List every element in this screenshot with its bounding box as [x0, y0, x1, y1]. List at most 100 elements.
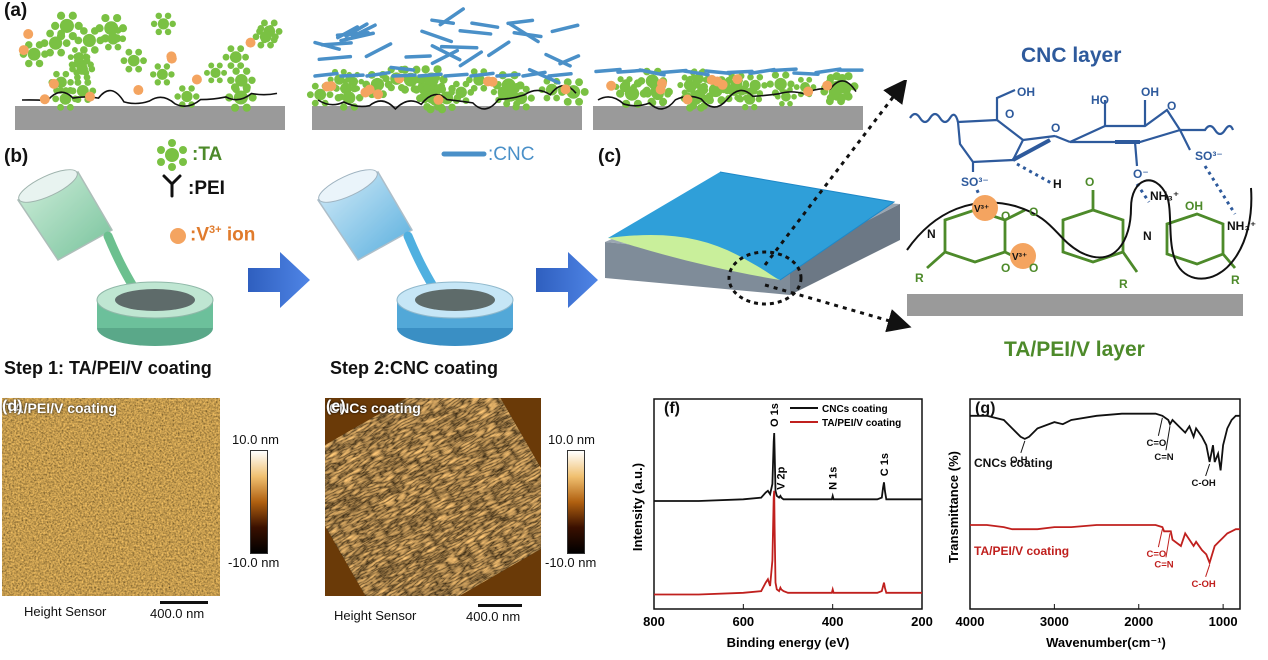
ta-molecule-icon [67, 46, 91, 68]
xps-legend: CNCs coating TA/PEI/V coating [790, 404, 901, 429]
cnc-rod [521, 70, 547, 78]
step-1-label: Step 1: TA/PEI/V coating [4, 358, 212, 378]
cnc-rod [344, 22, 369, 39]
svg-text:O: O [1051, 121, 1060, 135]
ta-molecule-icon [150, 12, 176, 36]
ta-molecule-icon [51, 11, 83, 41]
panel-a-schematic [15, 7, 864, 130]
xps-xtick-label: 800 [643, 614, 665, 629]
svg-text:O: O [1005, 107, 1014, 121]
zoom-arrows [763, 80, 912, 333]
ftir-annotation-arrow [1205, 463, 1211, 477]
ta-molecule-icon [40, 29, 71, 57]
cnc-rod [339, 73, 365, 78]
v-ion [18, 45, 29, 56]
v-ion [822, 80, 833, 91]
v-ion [39, 94, 50, 105]
afm-d-scale-label: 400.0 nm [150, 606, 205, 621]
cnc-rod [547, 72, 573, 78]
cnc-rod [404, 54, 432, 59]
colorbar-d-bottom: -10.0 nm [228, 555, 280, 570]
xps-legend-cnc: CNCs coating [822, 404, 888, 415]
cnc-layer-title: CNC layer [1021, 44, 1122, 67]
cnc-rod [544, 52, 572, 68]
cnc-rods-3 [594, 67, 864, 77]
svg-text:R: R [1231, 273, 1240, 287]
cnc-rod [417, 72, 443, 78]
svg-text:OH: OH [1141, 85, 1159, 99]
ftir-xlabel: Wavenumber(cm⁻¹) [1046, 635, 1166, 650]
cnc-rod [458, 29, 493, 36]
ftir-series-1 [970, 524, 1240, 566]
v-ion-legend-label: :V3+ ion [190, 224, 256, 246]
cnc-legend-label: :CNC [488, 144, 535, 165]
ta-pei-v-layer-title: TA/PEI/V layer [1004, 338, 1145, 361]
xps-series-1 [654, 490, 922, 596]
ta-molecule-icon [334, 84, 364, 111]
ta-molecule-icon [448, 80, 475, 104]
ftir-annotation: C=N [1154, 452, 1173, 463]
cnc-rod [313, 71, 339, 78]
svg-text:N: N [927, 227, 936, 241]
pei-legend-icon [162, 174, 182, 198]
ta-molecule-icon [616, 79, 649, 109]
pei-chain [21, 89, 278, 107]
afm-d-sensor-label: Height Sensor [24, 604, 107, 619]
ftir-series-label-cnc: CNCs coating [974, 456, 1053, 470]
v-ion [606, 80, 617, 91]
chemical-structure: OH O O HO OH O SO³⁻ O⁻ SO³⁻ V³⁺ V³⁺ H NH… [906, 85, 1256, 316]
ftir-annotation-arrow [1157, 528, 1163, 548]
ftir-annotation: C-OH [1191, 579, 1215, 590]
svg-text:O: O [1029, 205, 1038, 219]
ftir-annotation-arrow [1157, 417, 1163, 436]
colorbar-d-top: 10.0 nm [232, 432, 279, 447]
v-ion [373, 89, 384, 100]
svg-text:SO³⁻: SO³⁻ [1195, 149, 1223, 163]
xps-xtick-label: 400 [822, 614, 844, 629]
ta-pei-v-layer-1 [18, 11, 283, 112]
svg-text:O⁻: O⁻ [1133, 167, 1149, 181]
xps-peak-label: O 1s [769, 403, 781, 427]
cnc-rod [682, 69, 710, 77]
svg-text:H: H [1053, 177, 1062, 191]
svg-text:O: O [1001, 209, 1010, 223]
afm-d-title: TA/PEI/V coating [6, 400, 117, 416]
ftir-xtick-label: 2000 [1124, 614, 1153, 629]
petri-dish-1 [96, 281, 214, 346]
process-arrow-2 [536, 252, 598, 308]
svg-text:NH₃⁺: NH₃⁺ [1227, 219, 1256, 233]
ftir-annotation: C-OH [1191, 478, 1215, 489]
xps-legend-ta: TA/PEI/V coating [822, 418, 901, 429]
svg-text:O: O [1001, 261, 1010, 275]
cnc-rod [391, 73, 417, 78]
svg-text:SO³⁻: SO³⁻ [961, 175, 989, 189]
v-ion [191, 74, 202, 85]
coating-process-illustration [16, 169, 598, 346]
ftir-annotation: C=O [1146, 549, 1166, 560]
svg-text:R: R [915, 271, 924, 285]
ftir-series-label-ta: TA/PEI/V coating [974, 544, 1069, 558]
cnc-rod [365, 70, 391, 78]
ftir-xtick-label: 3000 [1040, 614, 1069, 629]
panel-label-c: (c) [598, 146, 622, 167]
svg-text:V³⁺: V³⁺ [1012, 252, 1027, 263]
cnc-rod [792, 71, 820, 76]
step-2-label: Step 2:CNC coating [330, 358, 499, 378]
afm-e-title: CNCs coating [329, 400, 421, 416]
cnc-rod [508, 22, 540, 44]
coated-substrate-3d [605, 171, 900, 306]
cnc-rod [320, 41, 353, 47]
cnc-rod [594, 67, 622, 74]
afm-texture-d [2, 398, 220, 596]
v-ion [803, 86, 814, 97]
svg-text:O: O [1167, 99, 1176, 113]
cnc-rod [660, 68, 688, 75]
ftir-annotation-arrow [1165, 426, 1171, 451]
xps-series-0 [654, 432, 922, 502]
v-ion [166, 53, 177, 64]
cnc-rod [430, 44, 462, 62]
cnc-rod [443, 72, 469, 78]
svg-text:HO: HO [1091, 93, 1109, 107]
panel-label-b: (b) [4, 146, 29, 167]
